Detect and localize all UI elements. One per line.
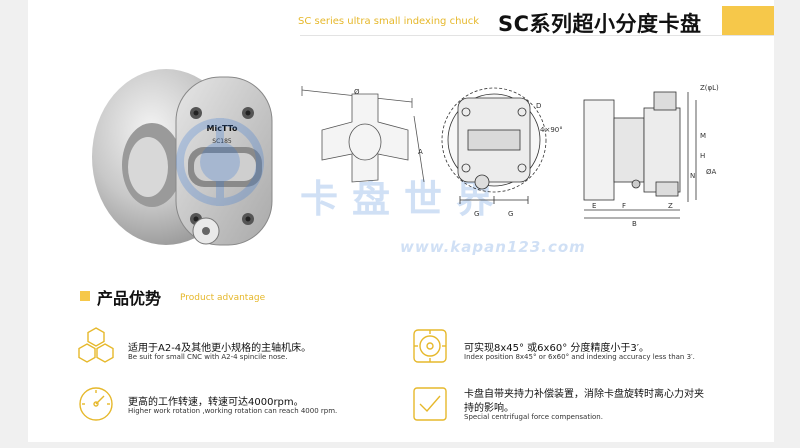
feature-4-cn: 卡盘自带夹持力补偿装置，消除卡盘旋转时离心力对夹 — [464, 389, 704, 400]
dim-label-g2: G — [508, 210, 513, 218]
isometric-drawing: Ø A — [301, 86, 425, 183]
dim-label-pa: ØA — [706, 168, 717, 176]
right-frame — [774, 0, 800, 448]
hexagon-cluster-icon — [78, 327, 114, 363]
header-accent-block — [722, 6, 774, 36]
feature-2-en: Index position 8x45° or 6x60° and indexi… — [464, 353, 695, 361]
feature-4-en: Special centrifugal force compensation. — [464, 413, 603, 421]
dim-label-angle: 4×90° — [540, 126, 562, 134]
advantage-bullet — [80, 291, 90, 301]
dim-label-d: D — [536, 102, 541, 110]
left-frame — [0, 0, 28, 448]
feature-3-cn: 更高的工作转速，转速可达4000rpm。 — [128, 397, 304, 408]
side-view-drawing: E F B Z M H N ØA Z(φL) — [583, 84, 719, 228]
dim-label-g1: G — [474, 210, 479, 218]
watermark-url: www.kapan123.com — [400, 238, 586, 256]
dim-label-a: A — [418, 148, 423, 156]
watermark-text: 卡盘世界 — [300, 177, 509, 221]
product-model: SC185 — [212, 138, 232, 145]
advantage-subtitle: Product advantage — [180, 293, 266, 303]
speed-gauge-icon — [79, 387, 113, 421]
header-subtitle: SC series ultra small indexing chuck — [298, 16, 480, 27]
page-title: SC系列超小分度卡盘 — [498, 12, 702, 36]
front-view-drawing: G G D 4×90° — [441, 87, 562, 218]
dim-label-z: Z — [668, 202, 673, 210]
dim-label-h: H — [700, 152, 705, 160]
dim-label-n: N — [690, 172, 695, 180]
dim-label-m: M — [700, 132, 706, 140]
product-brand: MicTTo — [207, 124, 238, 133]
feature-1-en: Be suit for small CNC with A2-4 spincile… — [128, 353, 288, 361]
dim-label-zl: Z(φL) — [700, 84, 719, 92]
chuck-product-image: MicTTo SC185 — [92, 69, 273, 246]
dim-label-f: F — [622, 202, 626, 210]
feature-4-cn-line2: 持的影响。 — [464, 403, 514, 414]
disc-target-icon — [413, 329, 447, 363]
feature-3-en: Higher work rotation ,working rotation c… — [128, 407, 338, 415]
bottom-frame — [0, 442, 800, 448]
dim-label-e: E — [592, 202, 596, 210]
dim-label-top: Ø — [354, 88, 360, 96]
watermark-logo-icon — [176, 118, 264, 206]
advantage-title: 产品优势 — [97, 289, 162, 308]
dim-label-b: B — [632, 220, 637, 228]
header-divider — [300, 35, 774, 36]
feature-2-cn: 可实现8x45° 或6x60° 分度精度小于3′。 — [464, 343, 649, 354]
check-badge-icon — [413, 387, 447, 421]
feature-1-cn: 适用于A2-4及其他更小规格的主轴机床。 — [128, 343, 312, 354]
